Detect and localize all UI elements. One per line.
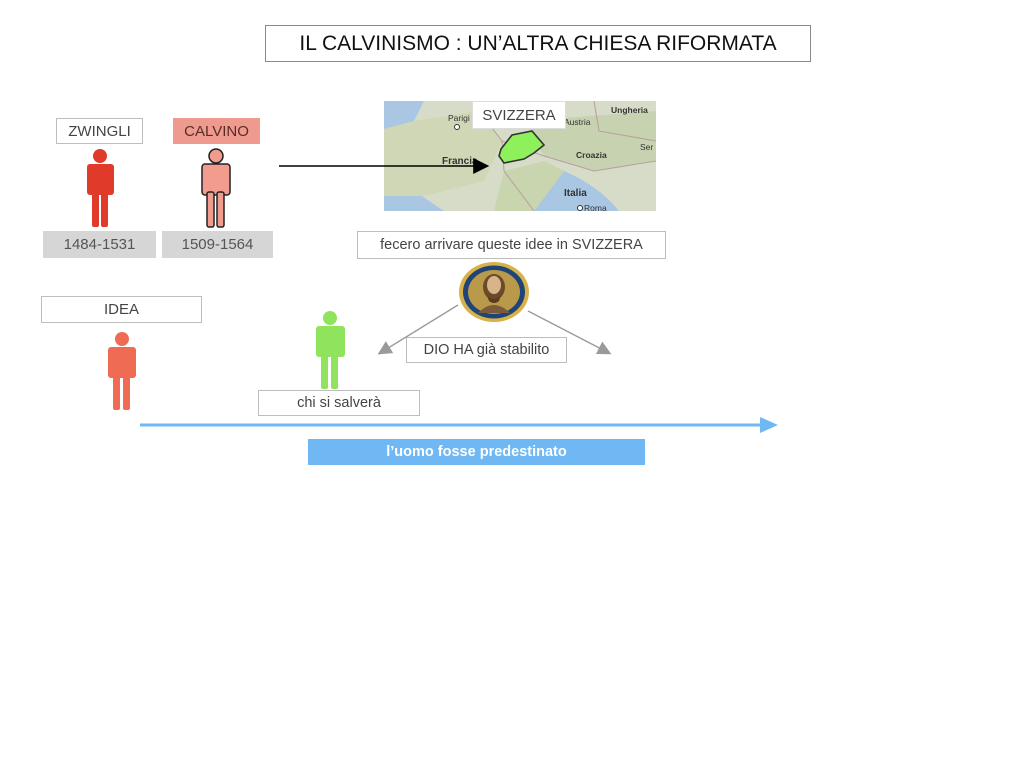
map-title-label: SVIZZERA: [472, 101, 566, 129]
switzerland-shape: [498, 130, 546, 164]
map-place-label: Austria: [564, 117, 591, 127]
map-caption: fecero arrivare queste idee in SVIZZERA: [357, 231, 666, 259]
zwingli-person-icon: [87, 149, 114, 227]
christ-medallion-image: [458, 261, 530, 323]
predestined-label: l’uomo fosse predestinato: [308, 439, 645, 465]
calvino-years-label: 1509-1564: [162, 231, 273, 258]
calvino-name-label: CALVINO: [173, 118, 260, 144]
idea-label: IDEA: [41, 296, 202, 323]
map-place-label: Croazia: [576, 150, 607, 160]
map-place-label: Ungheria: [611, 105, 648, 115]
switzerland-map: Parigi Francia Austria Ungheria Croazia …: [384, 101, 656, 211]
timeline-arrow-head: [760, 417, 778, 433]
page-title: IL CALVINISMO : UN’ALTRA CHIESA RIFORMAT…: [265, 25, 811, 62]
map-place-label: Italia: [564, 188, 587, 199]
god-decided-label: DIO HA già stabilito: [406, 337, 567, 363]
zwingli-name-label: ZWINGLI: [56, 118, 143, 144]
map-place-label: Francia: [442, 156, 478, 167]
map-place-label: Ser: [640, 142, 653, 152]
map-place-label: Roma: [584, 203, 607, 211]
saved-person-icon: [316, 311, 345, 389]
map-place-label: Parigi: [448, 113, 470, 123]
idea-person-icon: [108, 332, 136, 410]
saved-label: chi si salverà: [258, 390, 420, 416]
calvino-person-icon: [201, 148, 231, 228]
zwingli-years-label: 1484-1531: [43, 231, 156, 258]
